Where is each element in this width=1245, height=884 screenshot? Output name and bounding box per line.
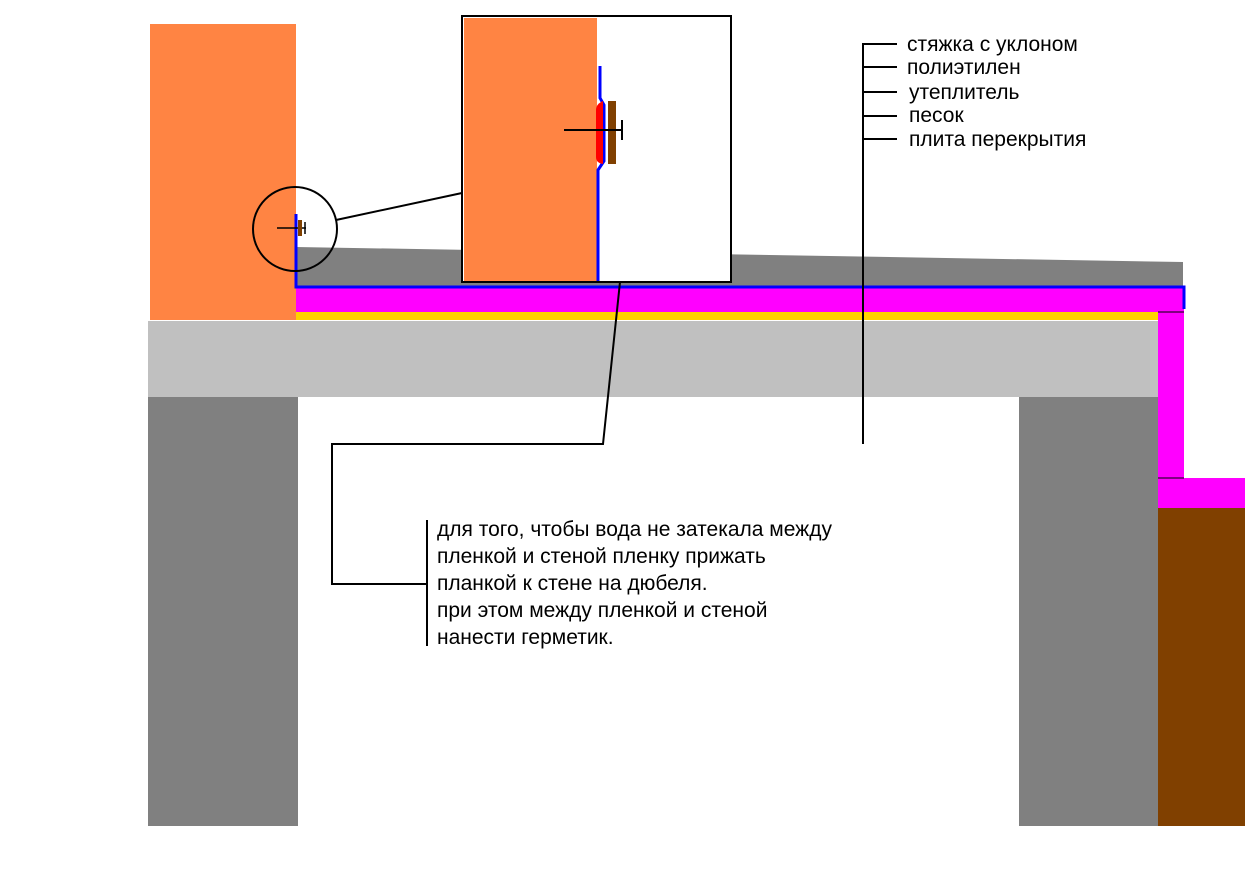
layer-label-slab: плита перекрытия xyxy=(909,128,1086,151)
sloped-screed-layer xyxy=(296,247,1183,288)
layer-ticks xyxy=(863,43,897,140)
note-line-2: пленкой и стеной пленку прижать xyxy=(437,545,766,568)
polyethylene-film xyxy=(294,214,1186,309)
insulation-layer xyxy=(296,288,1184,312)
support-wall-right xyxy=(1019,397,1158,826)
support-wall-left xyxy=(148,397,298,826)
layer-label-sand: песок xyxy=(909,104,964,127)
detail-sealant xyxy=(596,101,603,164)
note-line-5: нанести герметик. xyxy=(437,626,614,649)
detail-circle xyxy=(252,186,338,272)
insulation-base xyxy=(1158,478,1245,508)
detail-brick-wall xyxy=(464,18,597,281)
detail-polyethylene-film xyxy=(596,66,606,281)
layer-label-polyethylene: полиэтилен xyxy=(907,56,1021,79)
note-line-3: планкой к стене на дюбеля. xyxy=(437,572,708,595)
layer-label-insulation: утеплитель xyxy=(909,81,1020,104)
insulation-vertical xyxy=(1158,312,1184,478)
detail-connector xyxy=(335,192,463,221)
note-line-4: при этом между пленкой и стеной xyxy=(437,599,767,622)
floor-slab xyxy=(148,321,1158,397)
layer-label-screed: стяжка с уклоном xyxy=(907,33,1078,56)
brick-wall xyxy=(150,24,296,320)
note-leader xyxy=(331,281,621,585)
batten-small xyxy=(298,220,302,236)
note-line-1: для того, чтобы вода не затекала между xyxy=(437,518,832,541)
detail-batten xyxy=(608,101,616,164)
soil xyxy=(1158,508,1245,826)
sand-layer xyxy=(296,312,1158,320)
